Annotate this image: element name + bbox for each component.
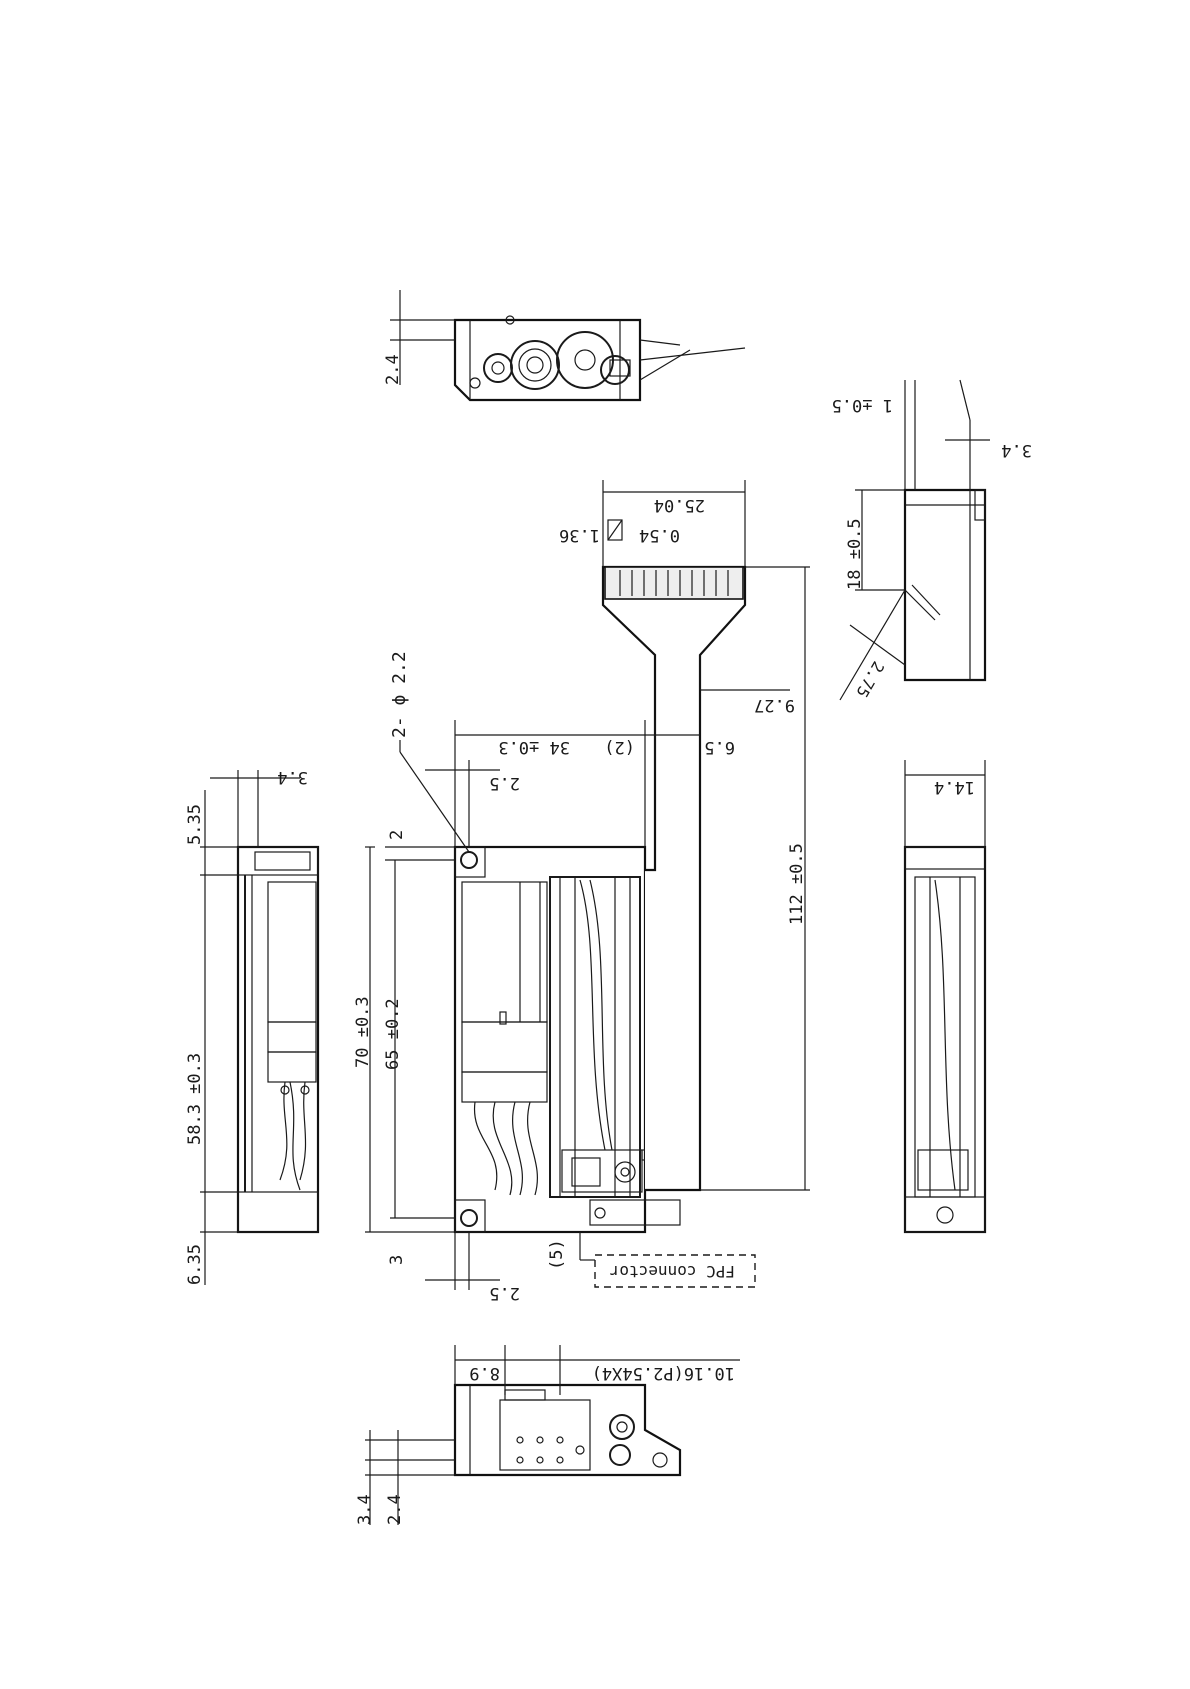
- dim-10-16: 10.16(P2.54X4): [592, 1363, 735, 1383]
- left-side-view: 5.35 58.3 ±0.3 6.35 3.4: [185, 767, 318, 1285]
- dim-0-54: 0.54: [639, 525, 680, 545]
- right-end-view: 1 ±0.5 3.4 18 ±0.5 2.75: [832, 380, 1032, 701]
- dim-2-5-top: 2.5: [489, 773, 520, 793]
- dim-3-4-left: 3.4: [277, 767, 308, 787]
- dim-58-3: 58.3 ±0.3: [185, 1053, 205, 1145]
- dim-1-0-5: 1 ±0.5: [832, 395, 893, 415]
- dim-paren-2: (2): [604, 737, 635, 757]
- dim-9-27: 9.27: [754, 695, 795, 715]
- dim-2-5-bottom: 2.5: [489, 1283, 520, 1303]
- dim-1-36: 1.36: [559, 525, 600, 545]
- dim-3-bottom: 3: [387, 1255, 407, 1265]
- dim-2-4-bottom: 2.4: [385, 1494, 405, 1525]
- bottom-end-view: 8.9 10.16(P2.54X4) 3.4 2.4: [355, 1345, 740, 1525]
- main-plan-view: 2- ϕ 2.2 2 70 ±0.3 65 ±0.2 3 2.5 34 ±0.3…: [353, 480, 810, 1303]
- dim-18: 18 ±0.5: [845, 518, 865, 590]
- dim-2-75: 2.75: [852, 658, 888, 701]
- dim-2-4-top: 2.4: [383, 354, 403, 385]
- fpc-contacts: [605, 567, 743, 599]
- dim-6-35: 6.35: [185, 1244, 205, 1285]
- dim-25-04: 25.04: [654, 495, 705, 515]
- dim-3-4-bottom: 3.4: [355, 1494, 375, 1525]
- dim-14-4: 14.4: [934, 777, 975, 797]
- hole-callout: 2- ϕ 2.2: [389, 651, 410, 738]
- dim-112: 112 ±0.5: [787, 843, 807, 925]
- top-end-view: 2.4: [383, 290, 745, 400]
- dim-5-35: 5.35: [185, 804, 205, 845]
- right-side-view: 14.4: [905, 760, 985, 1232]
- dim-3-4-right: 3.4: [1001, 440, 1032, 460]
- dim-70: 70 ±0.3: [353, 996, 373, 1068]
- dim-65: 65 ±0.2: [383, 998, 403, 1070]
- dim-paren-5: (5): [547, 1239, 567, 1270]
- dim-34: 34 ±0.3: [498, 737, 570, 757]
- dim-6-5: 6.5: [704, 737, 735, 757]
- dim-8-9: 8.9: [469, 1363, 500, 1383]
- fpc-connector-label: FPC connector: [609, 1262, 735, 1281]
- dim-2-top: 2: [387, 830, 407, 840]
